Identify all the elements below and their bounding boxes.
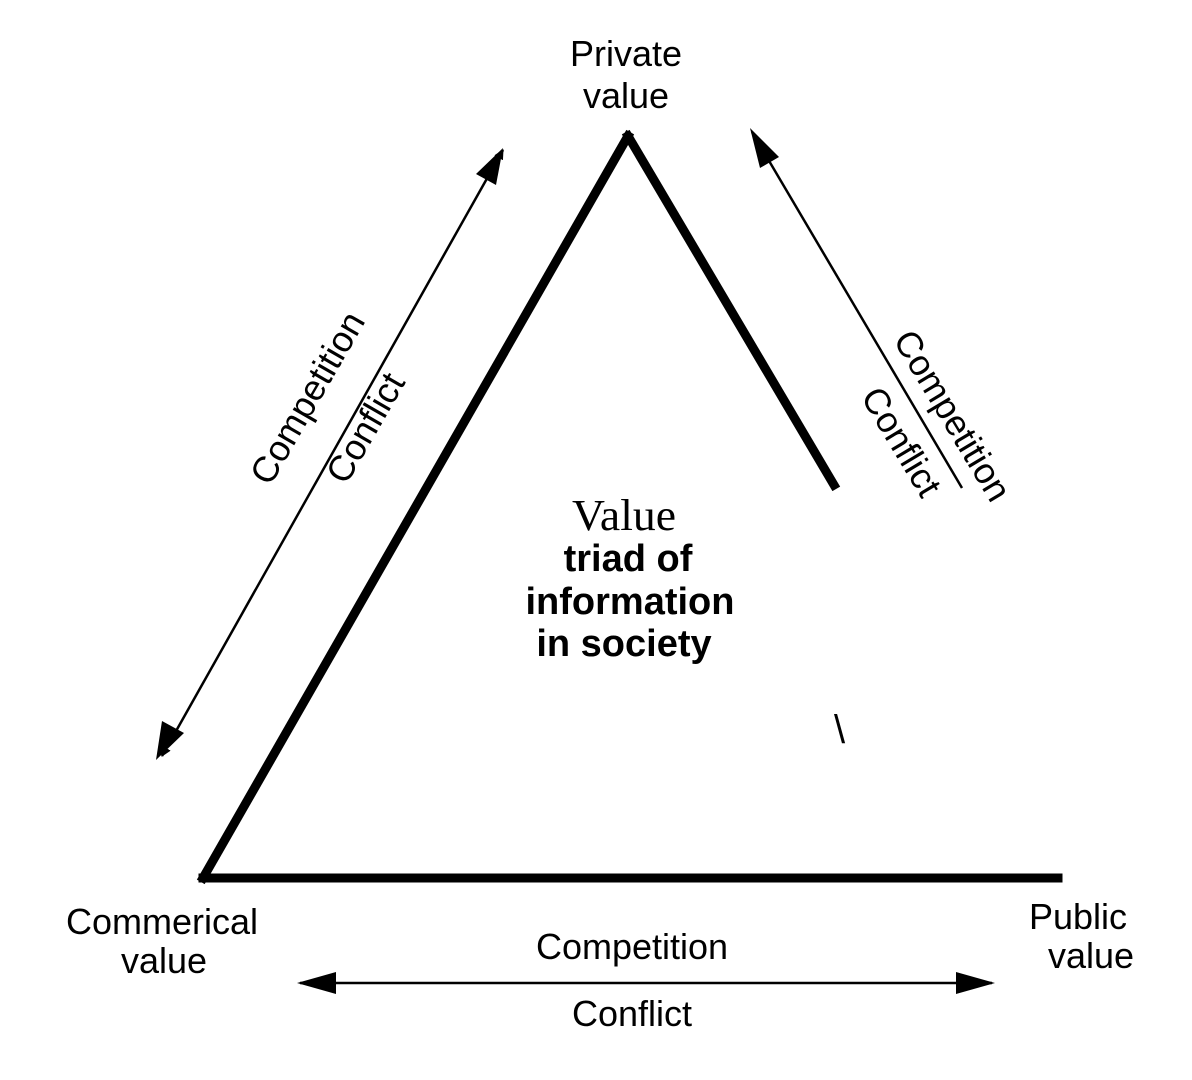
- stray-backslash-mark: \: [834, 708, 846, 752]
- center-title-line2: triad of: [564, 538, 693, 580]
- center-title-line1: Value: [572, 491, 676, 540]
- center-title-line4: in society: [536, 623, 711, 665]
- commercial-value-label-line2: value: [121, 940, 207, 981]
- bottom-competition-label: Competition: [536, 926, 728, 967]
- triangle-left-side: [196, 129, 635, 885]
- left-double-arrow: [160, 149, 505, 757]
- center-title-line3: information: [526, 581, 735, 623]
- public-value-label-line1: Public: [1029, 896, 1127, 937]
- bottom-double-arrow: [297, 972, 995, 994]
- triangle-right-side-upper: [621, 129, 841, 492]
- right-arrow: [750, 128, 964, 489]
- private-value-label-line1: Private: [570, 33, 682, 74]
- bottom-conflict-label: Conflict: [572, 993, 692, 1034]
- commercial-value-label-line1: Commerical: [66, 901, 258, 942]
- private-value-label-line2: value: [583, 75, 669, 116]
- public-value-label-line2: value: [1048, 935, 1134, 976]
